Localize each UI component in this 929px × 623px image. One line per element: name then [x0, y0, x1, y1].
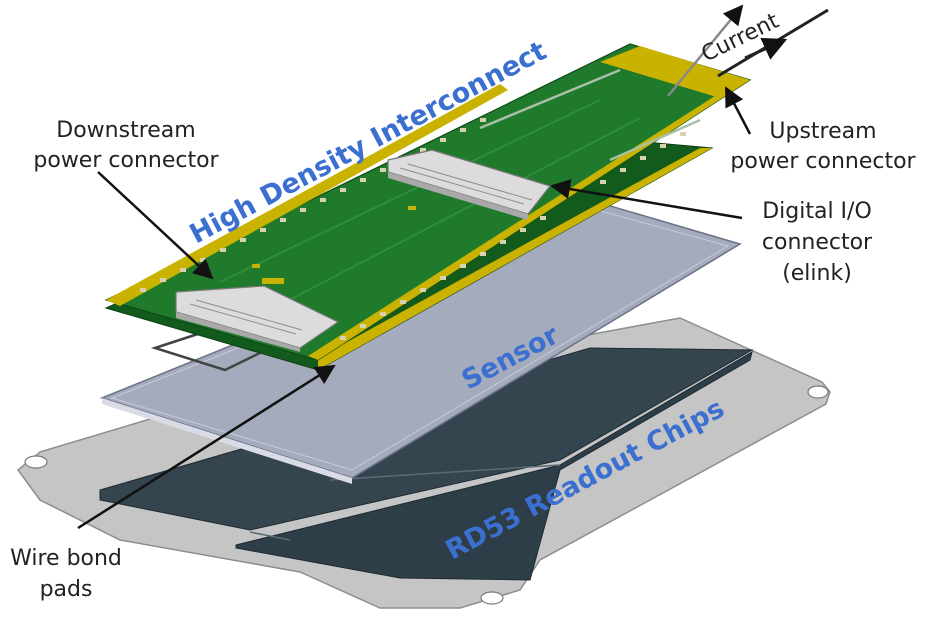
- wirebond-pointer: [77, 364, 336, 530]
- downstream-pointer: [97, 171, 214, 280]
- wirebond-label-line1: Wire bond: [10, 546, 122, 571]
- current-out-arrow: [667, 4, 744, 97]
- mount-hole: [24, 455, 48, 469]
- chip-gap: [329, 464, 561, 481]
- upstream-label-line1: Upstream: [769, 119, 876, 144]
- hdi-trace: [219, 99, 601, 283]
- hdi-components: [252, 206, 416, 284]
- readout-chips: [99, 347, 754, 581]
- hdi-trace: [479, 68, 621, 130]
- digital-io-connector: [387, 149, 552, 220]
- hdi-board: [104, 43, 752, 361]
- current-in-arrow: [744, 37, 788, 60]
- chip-gap: [249, 531, 291, 541]
- digital-io-label-line3: (elink): [782, 261, 852, 286]
- hdi-gold-edge-right: [308, 80, 750, 360]
- downstream-power-connector: [175, 285, 340, 352]
- hdi-gold-edge-left: [106, 84, 508, 306]
- mount-hole: [807, 385, 829, 399]
- upstream-gold-tab: [600, 46, 750, 98]
- digital-io-label-line1: Digital I/O: [762, 199, 872, 224]
- wirebond-label-line2: pads: [40, 577, 93, 602]
- hdi-trace: [269, 117, 641, 311]
- upstream-pointer: [724, 86, 752, 135]
- hdi-trace: [609, 118, 701, 162]
- upstream-label-line2: power connector: [730, 149, 916, 174]
- digital-io-label-line2: connector: [762, 230, 873, 255]
- downstream-label-line1: Downstream: [56, 118, 195, 143]
- current-label: Current: [698, 9, 784, 68]
- digital-io-pointer: [550, 179, 743, 220]
- downstream-label-line2: power connector: [33, 148, 219, 173]
- mount-hole: [480, 591, 504, 605]
